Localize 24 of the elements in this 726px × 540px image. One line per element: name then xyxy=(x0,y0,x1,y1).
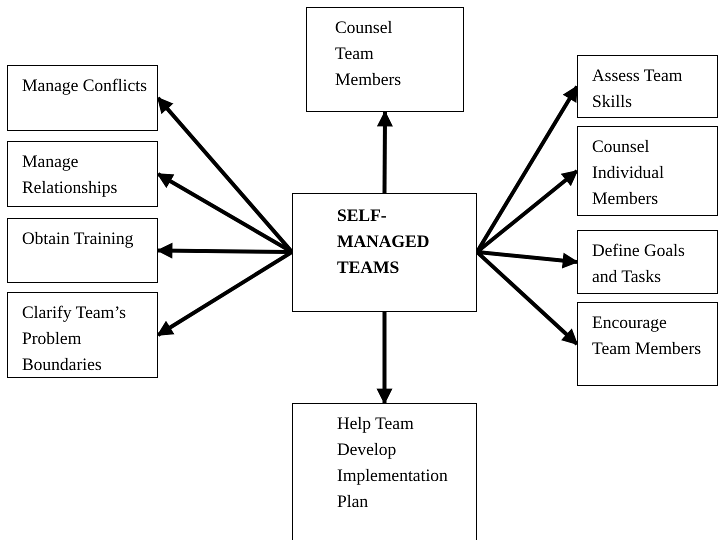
task-label: Counsel Individual Members xyxy=(592,135,665,210)
task-label: Obtain Training xyxy=(22,227,134,250)
task-box xyxy=(306,7,464,112)
task-label: Manage Conflicts xyxy=(22,74,147,97)
central-label: SELF-MANAGED TEAMS xyxy=(337,204,430,279)
arrow xyxy=(376,110,393,194)
task-box xyxy=(577,55,718,118)
task-box xyxy=(7,218,158,283)
task-box xyxy=(577,230,718,294)
task-label: Clarify Team’s Problem Boundaries xyxy=(22,301,127,376)
central-box xyxy=(292,193,477,312)
task-label: Counsel Team Members xyxy=(335,16,402,91)
task-label: Define Goals and Tasks xyxy=(592,239,686,288)
task-box xyxy=(577,302,718,386)
task-label: Help Team Develop Implementation Plan xyxy=(337,412,449,513)
task-label: Encourage Team Members xyxy=(592,311,702,360)
arrow xyxy=(376,312,392,405)
task-box xyxy=(7,65,158,131)
task-label: Manage Relationships xyxy=(22,150,118,199)
task-box xyxy=(7,292,158,378)
task-box xyxy=(7,141,158,207)
task-label: Assess Team Skills xyxy=(592,64,684,113)
task-box xyxy=(292,403,477,540)
task-box xyxy=(577,126,718,216)
